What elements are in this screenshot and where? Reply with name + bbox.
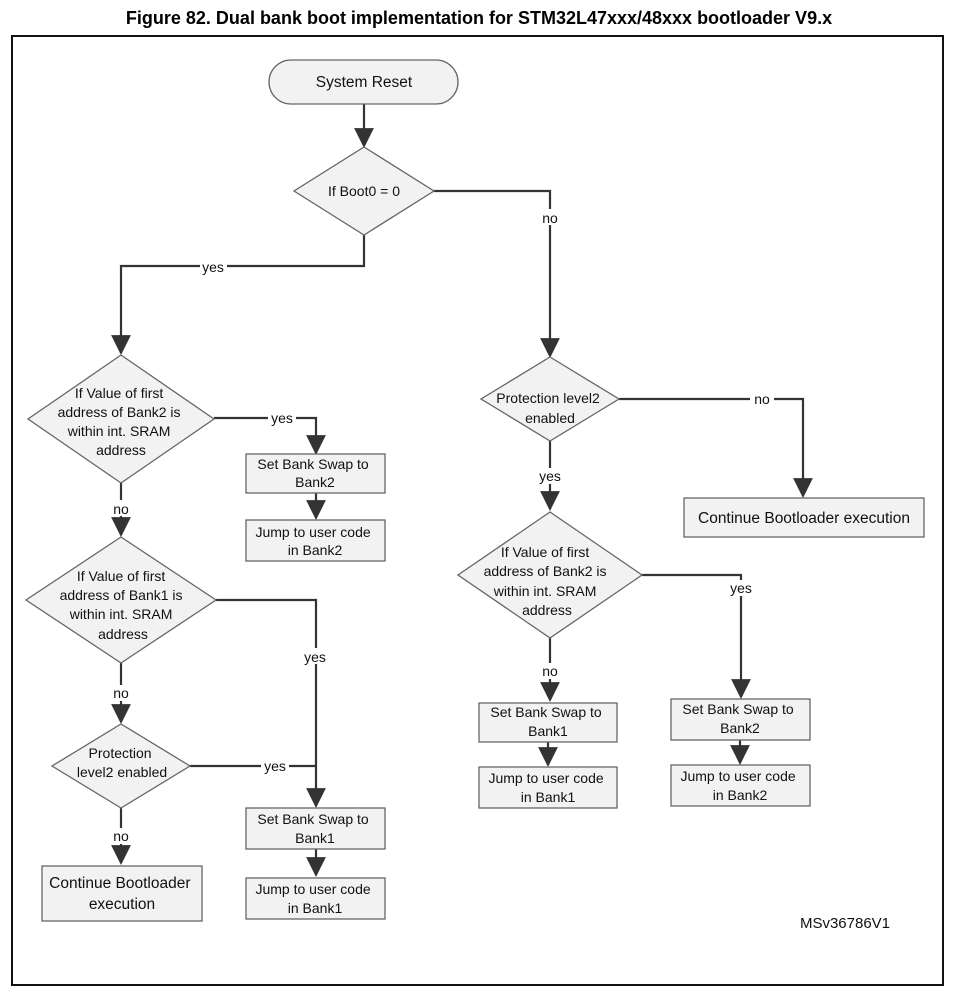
edge-label-lprot-no: no (113, 828, 129, 844)
figure-frame (11, 35, 944, 986)
system-reset-terminal (268, 59, 459, 105)
left-set-swap-bank1-text: Set Bank Swap to Bank1 (257, 811, 372, 846)
right-bank2-decision (456, 511, 644, 639)
edge-label-rb2-no: no (542, 663, 558, 679)
left-bank2-decision (26, 354, 216, 484)
edge-label-lb2-no: no (113, 501, 129, 517)
right-set-swap-bank2-box (670, 698, 811, 741)
edge-lb2-yes (214, 416, 326, 455)
right-set-swap-bank1-text: Set Bank Swap to Bank1 (490, 704, 605, 739)
system-reset-text: System Reset (316, 74, 413, 91)
edge-label-boot0-yes: yes (202, 259, 224, 275)
left-jump-bank1-text: Jump to user code in Bank1 (255, 881, 374, 916)
edge-lb1-yes (216, 598, 326, 808)
edge-boot0-yes (111, 235, 366, 355)
edge-label-lb2-yes: yes (271, 410, 293, 426)
left-set-swap-bank2-text: Set Bank Swap to Bank2 (257, 456, 372, 490)
boot0-text: If Boot0 = 0 (328, 183, 400, 199)
right-jump-bank2-text: Jump to user code in Bank2 (680, 768, 799, 803)
right-set-swap-bank1-box (478, 702, 618, 743)
left-bank1-decision (24, 536, 218, 664)
right-jump-bank1-text: Jump to user code in Bank1 (488, 770, 607, 805)
right-jump-bank1-box (478, 766, 618, 809)
edge-label-rb2-yes: yes (730, 580, 752, 596)
edge-label-lb1-yes: yes (304, 649, 326, 665)
right-bank2-text: If Value of first address of Bank2 is wi… (484, 544, 611, 618)
edge-rb2-yes (642, 573, 751, 699)
edge-label-rprot-yes: yes (539, 468, 561, 484)
connectors (111, 104, 813, 877)
figure-id-watermark: MSv36786V1 (800, 915, 890, 932)
left-bank2-text: If Value of first address of Bank2 is wi… (58, 385, 185, 458)
edge-boot0-no (434, 189, 560, 358)
left-continue-box (41, 865, 203, 922)
right-continue-text: Continue Bootloader execution (698, 510, 910, 527)
left-protection-text: Protection level2 enabled (77, 745, 167, 780)
left-jump-bank2-box (245, 519, 386, 562)
figure-title: Figure 82. Dual bank boot implementation… (125, 8, 833, 28)
right-continue-box (683, 497, 925, 538)
right-set-swap-bank2-text: Set Bank Swap to Bank2 (682, 701, 797, 736)
left-set-swap-bank2-box (245, 453, 386, 494)
edge-label-lb1-no: no (113, 685, 129, 701)
edge-label-boot0-no: no (542, 210, 558, 226)
left-jump-bank1-box (245, 877, 386, 920)
right-protection-decision (479, 356, 621, 442)
left-continue-text: Continue Bootloader execution (49, 875, 195, 913)
edge-rprot-no (619, 397, 813, 498)
boot0-decision (292, 146, 436, 236)
edge-label-lprot-yes: yes (264, 758, 286, 774)
left-set-swap-bank1-box (245, 807, 386, 850)
left-jump-bank2-text: Jump to user code in Bank2 (255, 524, 374, 558)
right-jump-bank2-box (670, 764, 811, 807)
left-protection-decision (50, 723, 192, 809)
edge-label-rprot-no: no (754, 391, 770, 407)
left-bank1-text: If Value of first address of Bank1 is wi… (60, 568, 187, 642)
right-protection-text: Protection level2 enabled (496, 390, 603, 426)
